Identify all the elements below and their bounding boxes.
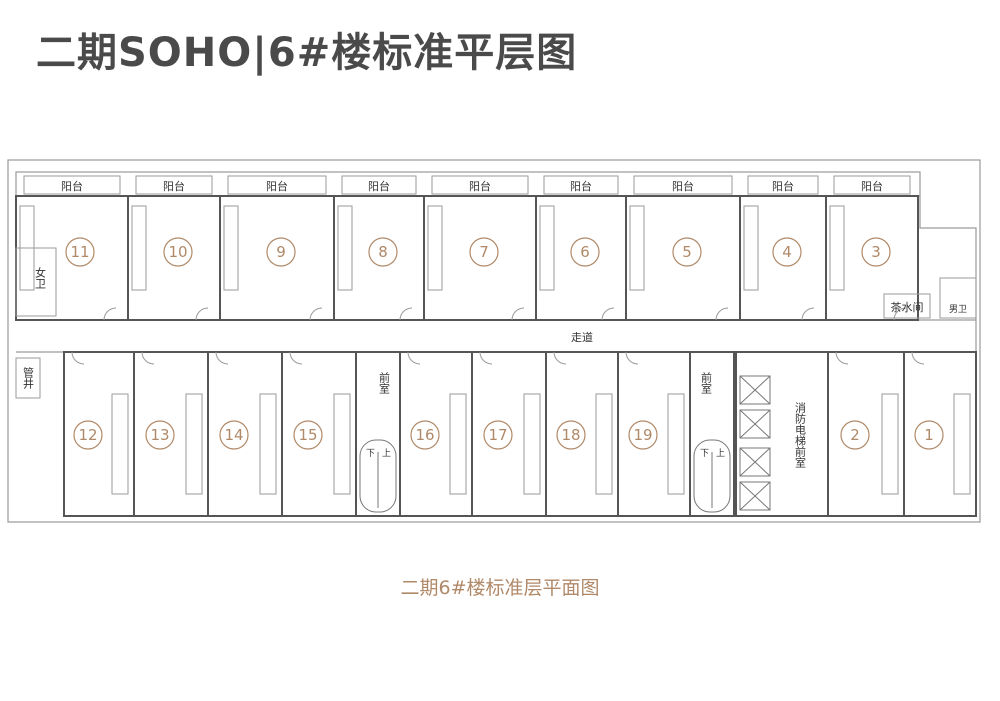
page-title: 二期SOHO|6#楼标准平层图 bbox=[36, 30, 578, 76]
corridor-label: 走道 bbox=[571, 330, 593, 344]
unit-number-circle bbox=[65, 237, 95, 267]
balcony-11 bbox=[23, 175, 121, 195]
stair-1-down: 下 bbox=[366, 449, 375, 459]
stair-1-up: 上 bbox=[382, 448, 391, 459]
balcony-5 bbox=[633, 175, 733, 195]
unit-number: 15 bbox=[298, 426, 317, 444]
unit-4: 阳台 4 bbox=[739, 175, 827, 321]
unit-number-circle bbox=[772, 237, 802, 267]
unit-number: 7 bbox=[479, 243, 489, 261]
unit-number: 3 bbox=[871, 243, 881, 261]
stair-core-2: 前室 下 上 bbox=[689, 351, 735, 517]
balcony-6 bbox=[543, 175, 619, 195]
balcony-label: 阳台 bbox=[163, 179, 185, 193]
top-unit-row: 阳台 11 阳台 10 阳台 9 阳台 8 阳台 7 阳台 6 阳台 5 阳台 4 阳台 3 bbox=[15, 175, 919, 321]
balcony-label: 阳台 bbox=[570, 179, 592, 193]
unit-number: 10 bbox=[168, 243, 187, 261]
unit-17: 17 bbox=[471, 351, 547, 517]
unit-number: 17 bbox=[488, 426, 507, 444]
unit-number-circle bbox=[266, 237, 296, 267]
unit-8: 阳台 8 bbox=[333, 175, 425, 321]
stair-2-up: 上 bbox=[716, 448, 725, 459]
unit-number: 1 bbox=[924, 426, 934, 444]
unit-number-circle bbox=[914, 420, 944, 450]
unit-number-circle bbox=[483, 420, 513, 450]
balcony-8 bbox=[341, 175, 417, 195]
unit-7: 阳台 7 bbox=[423, 175, 537, 321]
east-service-core: 茶水间 男卫 bbox=[883, 277, 977, 319]
unit-number-circle bbox=[469, 237, 499, 267]
unit-number: 9 bbox=[276, 243, 286, 261]
unit-number-circle bbox=[368, 237, 398, 267]
plan-caption: 二期6#楼标准层平面图 bbox=[400, 577, 600, 599]
balcony-label: 阳台 bbox=[469, 179, 491, 193]
unit-number-circle bbox=[145, 420, 175, 450]
unit-number: 5 bbox=[682, 243, 692, 261]
unit-5: 阳台 5 bbox=[625, 175, 741, 321]
unit-number-circle bbox=[293, 420, 323, 450]
anteroom-1-label: 前室 bbox=[378, 371, 391, 394]
unit-number: 14 bbox=[224, 426, 243, 444]
unit-number-circle bbox=[840, 420, 870, 450]
unit-15: 15 bbox=[281, 351, 357, 517]
unit-12: 12 bbox=[63, 351, 135, 517]
unit-number: 2 bbox=[850, 426, 860, 444]
unit-number-circle bbox=[861, 237, 891, 267]
unit-number-circle bbox=[556, 420, 586, 450]
unit-19: 19 bbox=[617, 351, 691, 517]
building-outline bbox=[7, 159, 981, 523]
unit-number-circle bbox=[73, 420, 103, 450]
pipe-well-label: 管井 bbox=[22, 366, 35, 390]
unit-13: 13 bbox=[133, 351, 209, 517]
unit-number: 19 bbox=[633, 426, 652, 444]
balcony-label: 阳台 bbox=[266, 179, 288, 193]
unit-number: 16 bbox=[415, 426, 434, 444]
unit-number: 6 bbox=[580, 243, 590, 261]
unit-number-circle bbox=[163, 237, 193, 267]
unit-number-circle bbox=[410, 420, 440, 450]
balcony-4 bbox=[747, 175, 819, 195]
unit-number-circle bbox=[570, 237, 600, 267]
unit-10: 阳台 10 bbox=[127, 175, 221, 321]
unit-number: 8 bbox=[378, 243, 388, 261]
fire-elevator-lobby-label: 消防电梯前室 bbox=[794, 401, 807, 468]
balcony-label: 阳台 bbox=[61, 179, 83, 193]
unit-number: 12 bbox=[78, 426, 97, 444]
unit-6: 阳台 6 bbox=[535, 175, 627, 321]
unit-number: 4 bbox=[782, 243, 792, 261]
bottom-unit-row: 12 13 14 15 16 17 18 19 2 1 bbox=[63, 351, 977, 517]
tea-room-label: 茶水间 bbox=[891, 301, 924, 314]
stair-2-down: 下 bbox=[700, 449, 709, 459]
male-wc-label: 男卫 bbox=[949, 304, 967, 315]
balcony-3 bbox=[833, 175, 911, 195]
anteroom-2-label: 前室 bbox=[700, 371, 713, 394]
balcony-7 bbox=[431, 175, 529, 195]
unit-2: 2 bbox=[827, 351, 905, 517]
unit-3: 阳台 3 bbox=[825, 175, 919, 321]
unit-1: 1 bbox=[903, 351, 977, 517]
unit-number: 11 bbox=[70, 243, 89, 261]
unit-number-circle bbox=[219, 420, 249, 450]
balcony-10 bbox=[135, 175, 213, 195]
unit-14: 14 bbox=[207, 351, 283, 517]
unit-9: 阳台 9 bbox=[219, 175, 335, 321]
unit-number-circle bbox=[672, 237, 702, 267]
female-wc-label: 女卫 bbox=[34, 266, 47, 289]
unit-18: 18 bbox=[545, 351, 619, 517]
unit-number: 18 bbox=[561, 426, 580, 444]
unit-16: 16 bbox=[399, 351, 473, 517]
west-service-core: 女卫 管井 bbox=[15, 247, 57, 399]
balcony-label: 阳台 bbox=[672, 179, 694, 193]
stair-core-1: 前室 下 上 bbox=[355, 351, 401, 517]
elevator-core: 消防电梯前室 bbox=[735, 351, 829, 517]
unit-number-circle bbox=[628, 420, 658, 450]
unit-number: 13 bbox=[150, 426, 169, 444]
balcony-9 bbox=[227, 175, 327, 195]
balcony-label: 阳台 bbox=[368, 179, 390, 193]
balcony-label: 阳台 bbox=[772, 179, 794, 193]
balcony-label: 阳台 bbox=[861, 179, 883, 193]
